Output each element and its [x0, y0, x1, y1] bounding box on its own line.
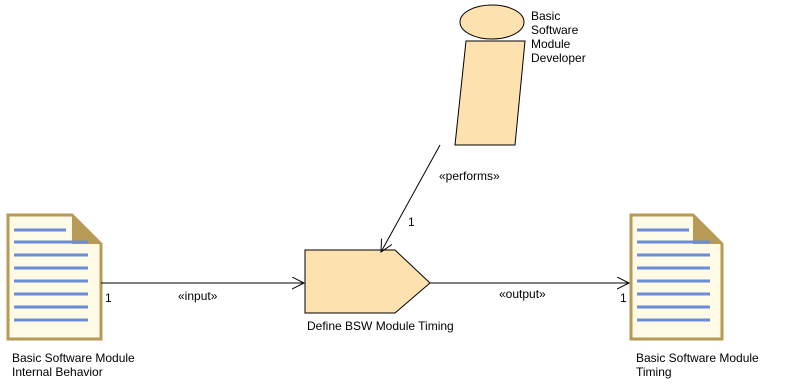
performs-stereotype-label: «performs»	[439, 169, 500, 183]
input-stereotype-label: «input»	[178, 289, 218, 303]
input-product-label: Basic Software Module Internal Behavior	[12, 351, 135, 379]
document-output-icon[interactable]	[629, 213, 724, 341]
output-product-label-line: Timing	[636, 365, 672, 379]
output-product-label-line: Basic Software Module	[636, 351, 759, 365]
output-product-label: Basic Software Module Timing	[636, 351, 759, 379]
output-multiplicity-label: 1	[620, 291, 627, 305]
input-product-label-line: Basic Software Module	[12, 351, 135, 365]
performs-multiplicity-label: 1	[408, 215, 415, 229]
role-label-line: Developer	[531, 51, 586, 65]
role-label-line: Basic	[531, 9, 561, 23]
output-stereotype-label: «output»	[499, 287, 546, 301]
task-label: Define BSW Module Timing	[307, 319, 454, 333]
task-define-bsw-module-timing[interactable]	[304, 249, 431, 314]
document-input-icon[interactable]	[6, 213, 103, 341]
role-developer-icon[interactable]	[454, 4, 526, 146]
role-label: Basic Software Module Developer	[531, 9, 586, 65]
edge-performs[interactable]	[381, 144, 441, 252]
role-label-line: Module	[531, 37, 571, 51]
input-multiplicity-label: 1	[105, 291, 112, 305]
role-label-line: Software	[531, 23, 579, 37]
input-product-label-line: Internal Behavior	[12, 365, 103, 379]
